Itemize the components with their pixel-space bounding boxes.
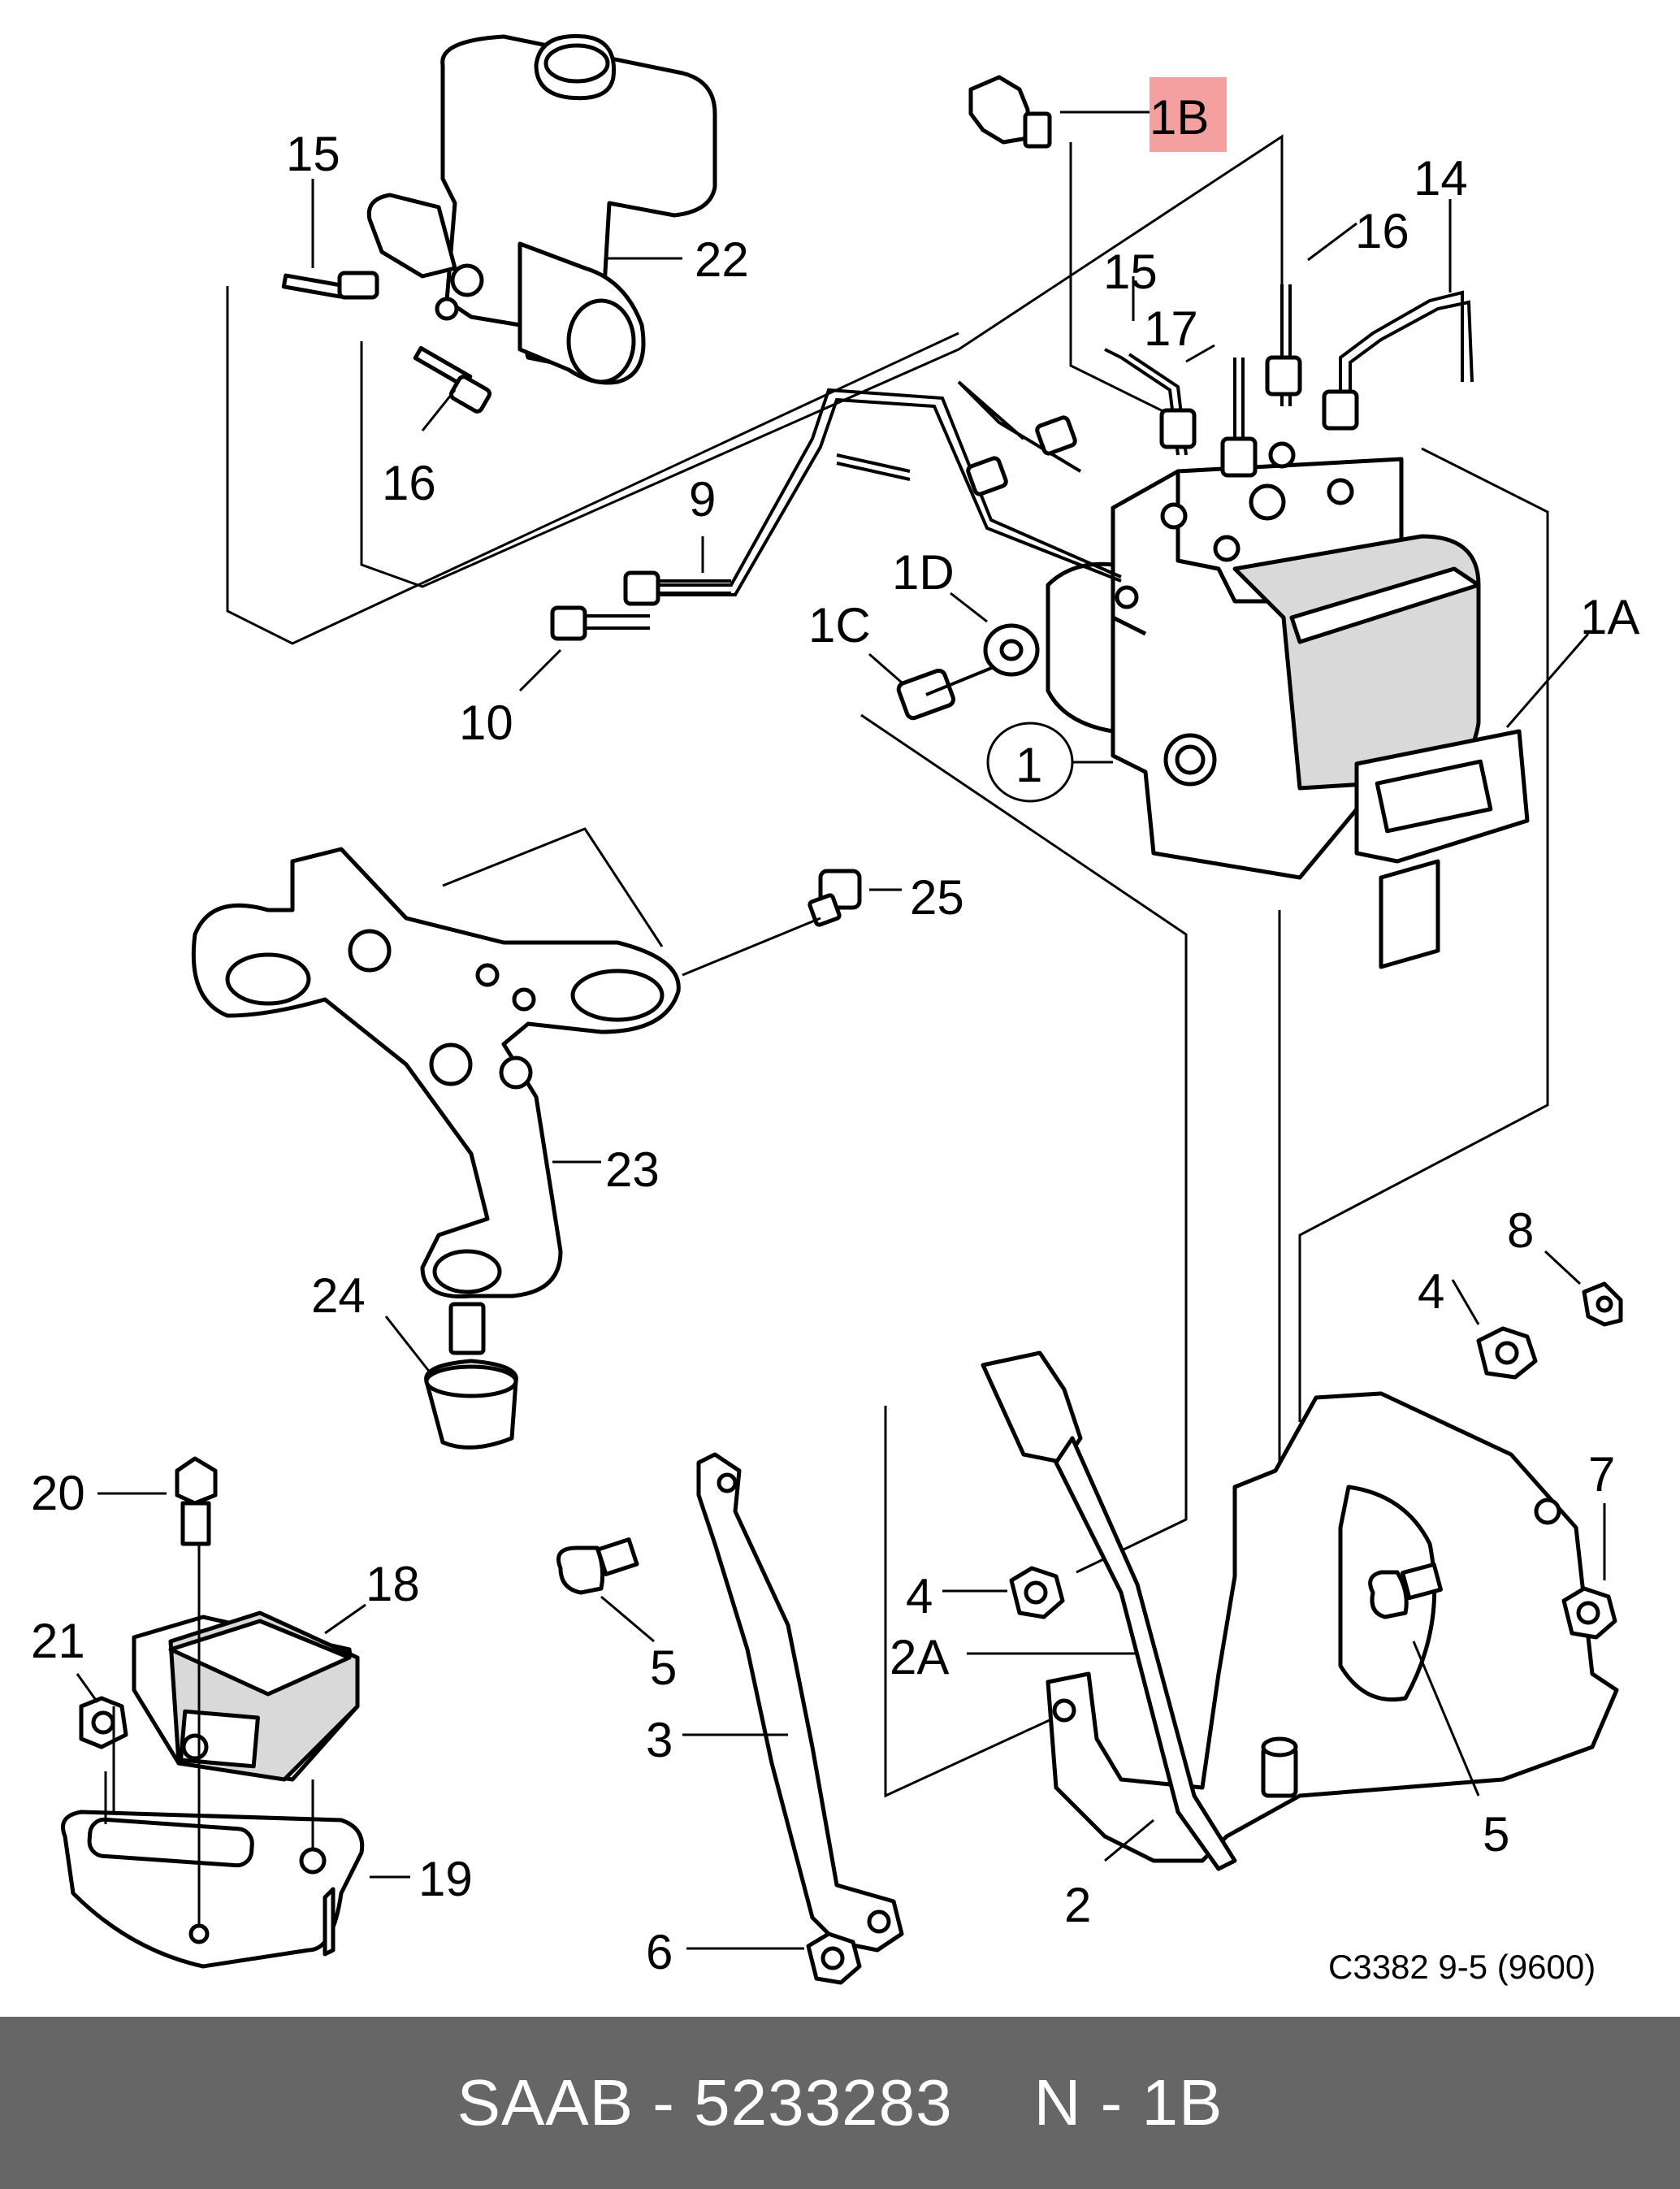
bolt-5-right [1368,1562,1443,1619]
master-cylinder [366,33,717,385]
strut-3 [696,1452,904,1953]
bolt-20 [175,1456,218,1546]
label-14: 14 [1414,151,1468,206]
drawing-code: C3382 9-5 (9600) [1328,1948,1596,1986]
pipe-fittings-9-10 [550,570,731,641]
footer-position-prefix: N [1033,2066,1082,2139]
bolt-5-left [556,1537,639,1595]
label-25: 25 [910,870,964,925]
footer-position: 1B [1141,2066,1223,2139]
abs-unit [1046,441,1530,969]
label-1a: 1A [1580,590,1639,644]
washer-1d [983,623,1040,677]
label-5-left: 5 [650,1641,677,1695]
footer-brand: SAAB [457,2066,634,2139]
label-10: 10 [459,696,513,750]
brake-fittings-upper-left [281,271,491,414]
label-4-right: 4 [1418,1264,1444,1319]
abs-fitting-nuts [966,355,1359,496]
bush-24 [424,1302,518,1450]
footer-position-separator: - [1100,2066,1124,2139]
callout-labels: 1B 15 22 16 15 16 14 17 9 10 1D 1C 1 1A … [31,90,1639,1986]
label-5-right: 5 [1483,1807,1509,1862]
nut-21 [79,1696,128,1749]
control-unit-18 [132,1610,360,1782]
nut-6 [806,1931,862,1985]
label-1b: 1B [1150,90,1209,145]
bolt-1c [896,657,1016,721]
label-24: 24 [311,1268,366,1323]
mounting-bracket-2 [981,1350,1619,1871]
label-2: 2 [1064,1878,1091,1932]
label-1c: 1C [808,598,871,652]
footer-part-number: 5233283 [694,2066,953,2139]
footer-separator: - [652,2066,675,2139]
plate-19 [61,1544,365,1969]
label-16-right: 16 [1355,204,1409,258]
label-21: 21 [31,1614,85,1668]
label-4-middle: 4 [906,1569,933,1623]
bracket-23 [191,847,681,1299]
label-1d: 1D [892,545,955,600]
highlight-1b [1150,77,1227,152]
label-18: 18 [366,1557,420,1611]
label-3: 3 [646,1713,673,1767]
part-footer: SAAB - 5233283 N - 1B [0,2017,1680,2189]
label-7: 7 [1588,1447,1615,1502]
clip-8 [1582,1281,1623,1327]
label-22: 22 [695,232,749,287]
label-17: 17 [1144,301,1198,356]
nut-4-right [1476,1326,1538,1380]
bolt-25 [682,869,862,977]
label-23: 23 [605,1142,660,1197]
label-16-left: 16 [382,456,436,510]
label-15-right: 15 [1103,245,1158,299]
callout-circle-1 [986,722,1074,803]
pressure-sensor-1b [968,75,1052,149]
parts-diagram: 1B 15 22 16 15 16 14 17 9 10 1D 1C 1 1A … [31,33,1639,1986]
nut-4-middle [1009,1566,1065,1619]
label-9: 9 [689,472,716,527]
label-19: 19 [418,1852,473,1906]
label-2a: 2A [890,1630,949,1684]
label-20: 20 [31,1466,85,1520]
leader-lines [76,111,1606,1950]
assembly-lines [226,134,1549,1798]
label-8: 8 [1507,1203,1534,1258]
label-6: 6 [646,1925,673,1979]
label-1: 1 [1015,738,1042,792]
nut-7 [1561,1586,1617,1640]
label-15-top: 15 [286,127,340,181]
